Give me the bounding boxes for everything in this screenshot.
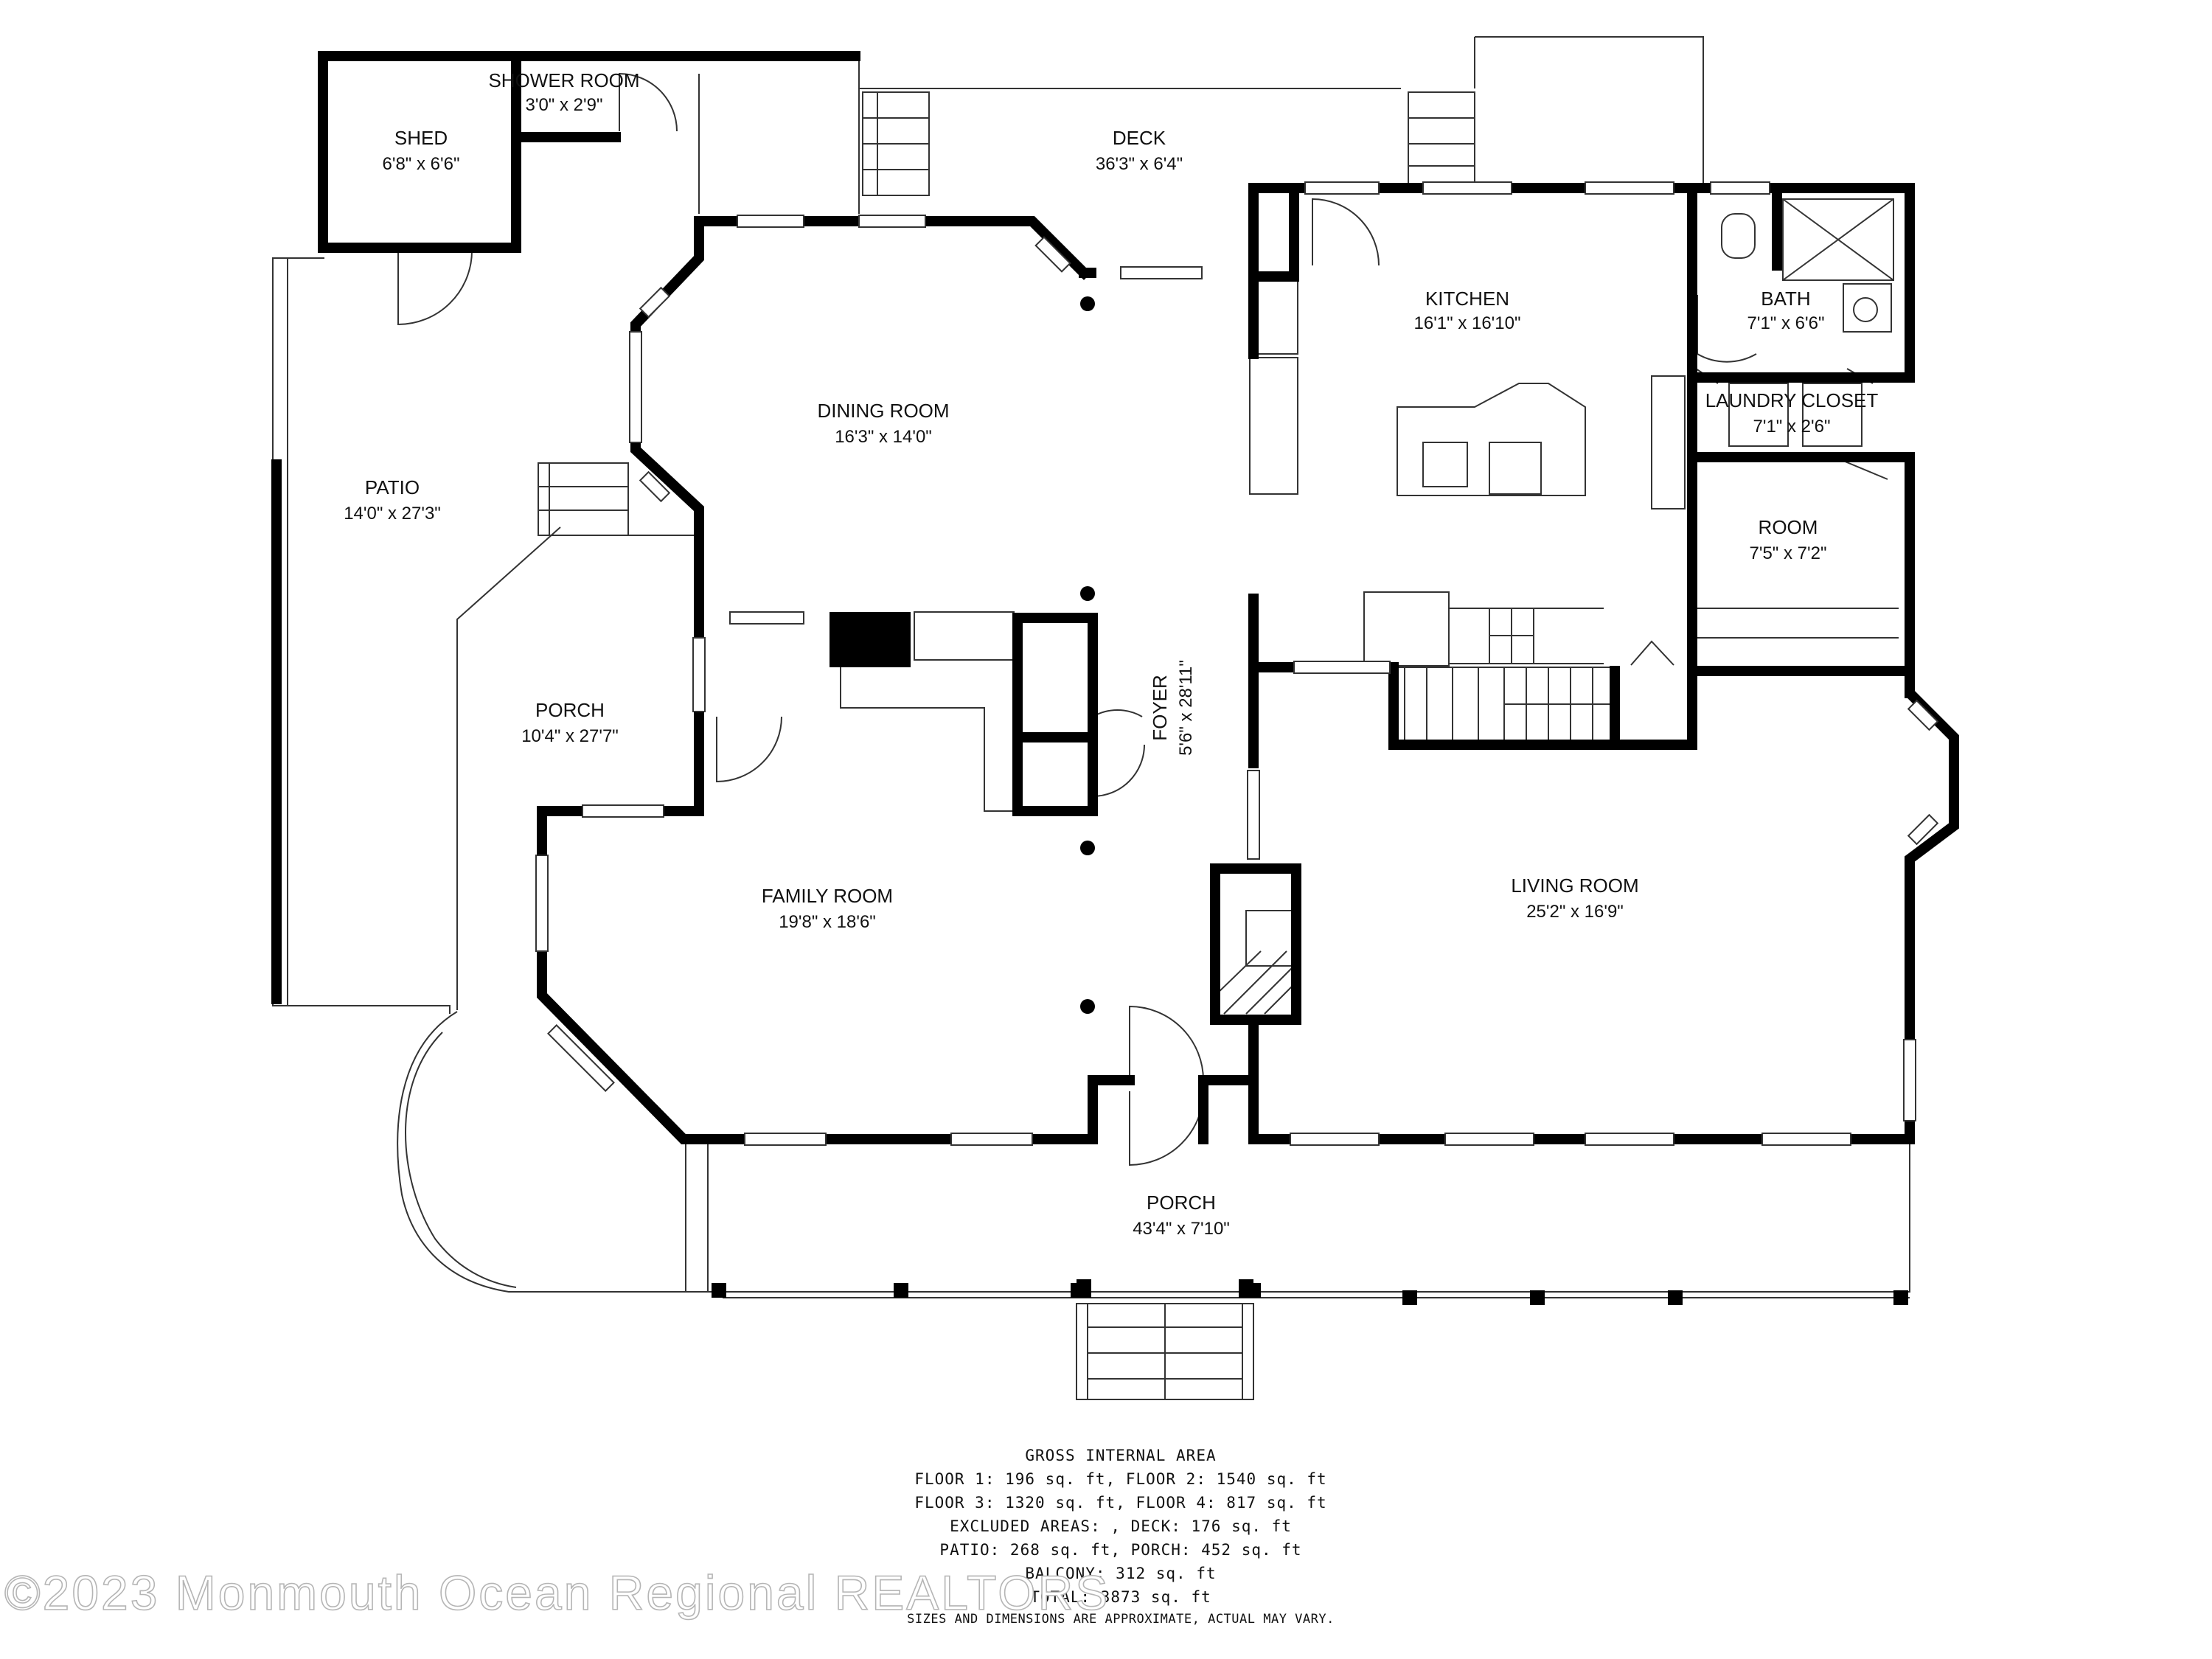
area-line: FLOOR 3: 1320 sq. ft, FLOOR 4: 817 sq. f… [914, 1494, 1327, 1512]
room-door-swing [1694, 460, 1888, 517]
dryer [1802, 383, 1863, 447]
living-room-dims: 25'2" x 16'9" [1526, 902, 1624, 922]
room-name: ROOM [1759, 516, 1818, 538]
shower-room-walls [511, 51, 860, 253]
kitchen-walls [1248, 183, 1915, 359]
deck-dims: 36'3" x 6'4" [1096, 154, 1183, 174]
walls [271, 51, 1959, 1144]
shower-room-name: SHOWER ROOM [488, 69, 639, 91]
shed-name: SHED [394, 127, 448, 149]
family-room-name: FAMILY ROOM [762, 885, 893, 907]
deck-name: DECK [1113, 127, 1166, 149]
area-line: TOTAL: 3873 sq. ft [1030, 1588, 1211, 1606]
kitchen-counter-left [1249, 357, 1298, 495]
foyer-dims: 5'6" x 28'11" [1176, 660, 1196, 756]
room-labels: SHOWER ROOM 3'0" x 2'9" SHED 6'8" x 6'6"… [344, 69, 1878, 1239]
porch-side-name: PORCH [535, 699, 605, 721]
side-porch-outline [397, 526, 686, 1293]
dining-room-name: DINING ROOM [817, 400, 949, 422]
family-room-dims: 19'8" x 18'6" [779, 912, 876, 932]
posts [712, 296, 1908, 1305]
toilet [1721, 213, 1756, 259]
dining-room-walls [630, 216, 1096, 632]
bath-sink [1843, 283, 1892, 333]
bath-name: BATH [1761, 288, 1810, 310]
shower-room-dims: 3'0" x 2'9" [526, 95, 603, 115]
kitchen-name: KITCHEN [1425, 288, 1509, 310]
area-line: PATIO: 268 sq. ft, PORCH: 452 sq. ft [939, 1541, 1302, 1559]
foyer-name: FOYER [1149, 675, 1171, 741]
area-disclaimer: SIZES AND DIMENSIONS ARE APPROXIMATE, AC… [907, 1612, 1335, 1627]
bath-dims: 7'1" x 6'6" [1747, 313, 1825, 333]
windows [535, 181, 1939, 1146]
porch-wall [537, 622, 1098, 1144]
room-dims: 7'5" x 7'2" [1750, 543, 1827, 563]
shed-door [397, 250, 473, 326]
patio-dims: 14'0" x 27'3" [344, 504, 441, 524]
foyer-walls [1012, 613, 1098, 816]
dark-cabinet [830, 612, 911, 667]
laundry-closet-dims: 7'1" x 2'6" [1753, 417, 1831, 437]
front-door-right [1129, 1091, 1204, 1166]
kitchen-dims: 16'1" x 16'10" [1414, 313, 1521, 333]
bath-door [1697, 295, 1757, 363]
area-summary: GROSS INTERNAL AREA FLOOR 1: 196 sq. ft,… [841, 1444, 1401, 1630]
fireplace [1210, 863, 1301, 1025]
living-room-walls [1198, 594, 1915, 1144]
side-porch-steps [538, 462, 629, 536]
deck-steps-right [1408, 91, 1475, 185]
laundry-closet-name: LAUNDRY CLOSET [1705, 389, 1879, 411]
front-door-left [1129, 1005, 1204, 1081]
kitchen-door-top [1312, 198, 1380, 266]
shed-walls [318, 51, 521, 253]
porch-front-dims: 43'4" x 7'10" [1133, 1219, 1230, 1239]
copyright-watermark: ©2023 Monmouth Ocean Regional REALTORS [4, 1565, 1110, 1621]
kitchen-island [1397, 383, 1586, 496]
foyer-door-upper [1092, 667, 1143, 718]
porch-side-dims: 10'4" x 27'7" [521, 726, 619, 746]
area-line: EXCLUDED AREAS: , DECK: 176 sq. ft [950, 1517, 1292, 1535]
dining-room-dims: 16'3" x 14'0" [835, 427, 932, 447]
patio-name: PATIO [365, 476, 420, 498]
front-porch-outline [685, 1144, 1910, 1293]
shower [1782, 198, 1894, 281]
shed-dims: 6'8" x 6'6" [383, 154, 460, 174]
area-heading: GROSS INTERNAL AREA [1025, 1447, 1217, 1464]
living-room-name: LIVING ROOM [1511, 874, 1638, 897]
area-line: BALCONY: 312 sq. ft [1025, 1565, 1217, 1582]
shower-room-door [619, 72, 678, 132]
area-line: FLOOR 1: 196 sq. ft, FLOOR 2: 1540 sq. f… [914, 1470, 1327, 1488]
kitchen-counter-bottom [1363, 591, 1450, 667]
patio-outline [272, 257, 451, 1014]
family-room-builtin [840, 667, 1018, 812]
foyer-door-lower [1092, 744, 1145, 798]
washer [1728, 383, 1789, 447]
porch-side-door [716, 716, 782, 783]
porch-front-name: PORCH [1147, 1192, 1216, 1214]
